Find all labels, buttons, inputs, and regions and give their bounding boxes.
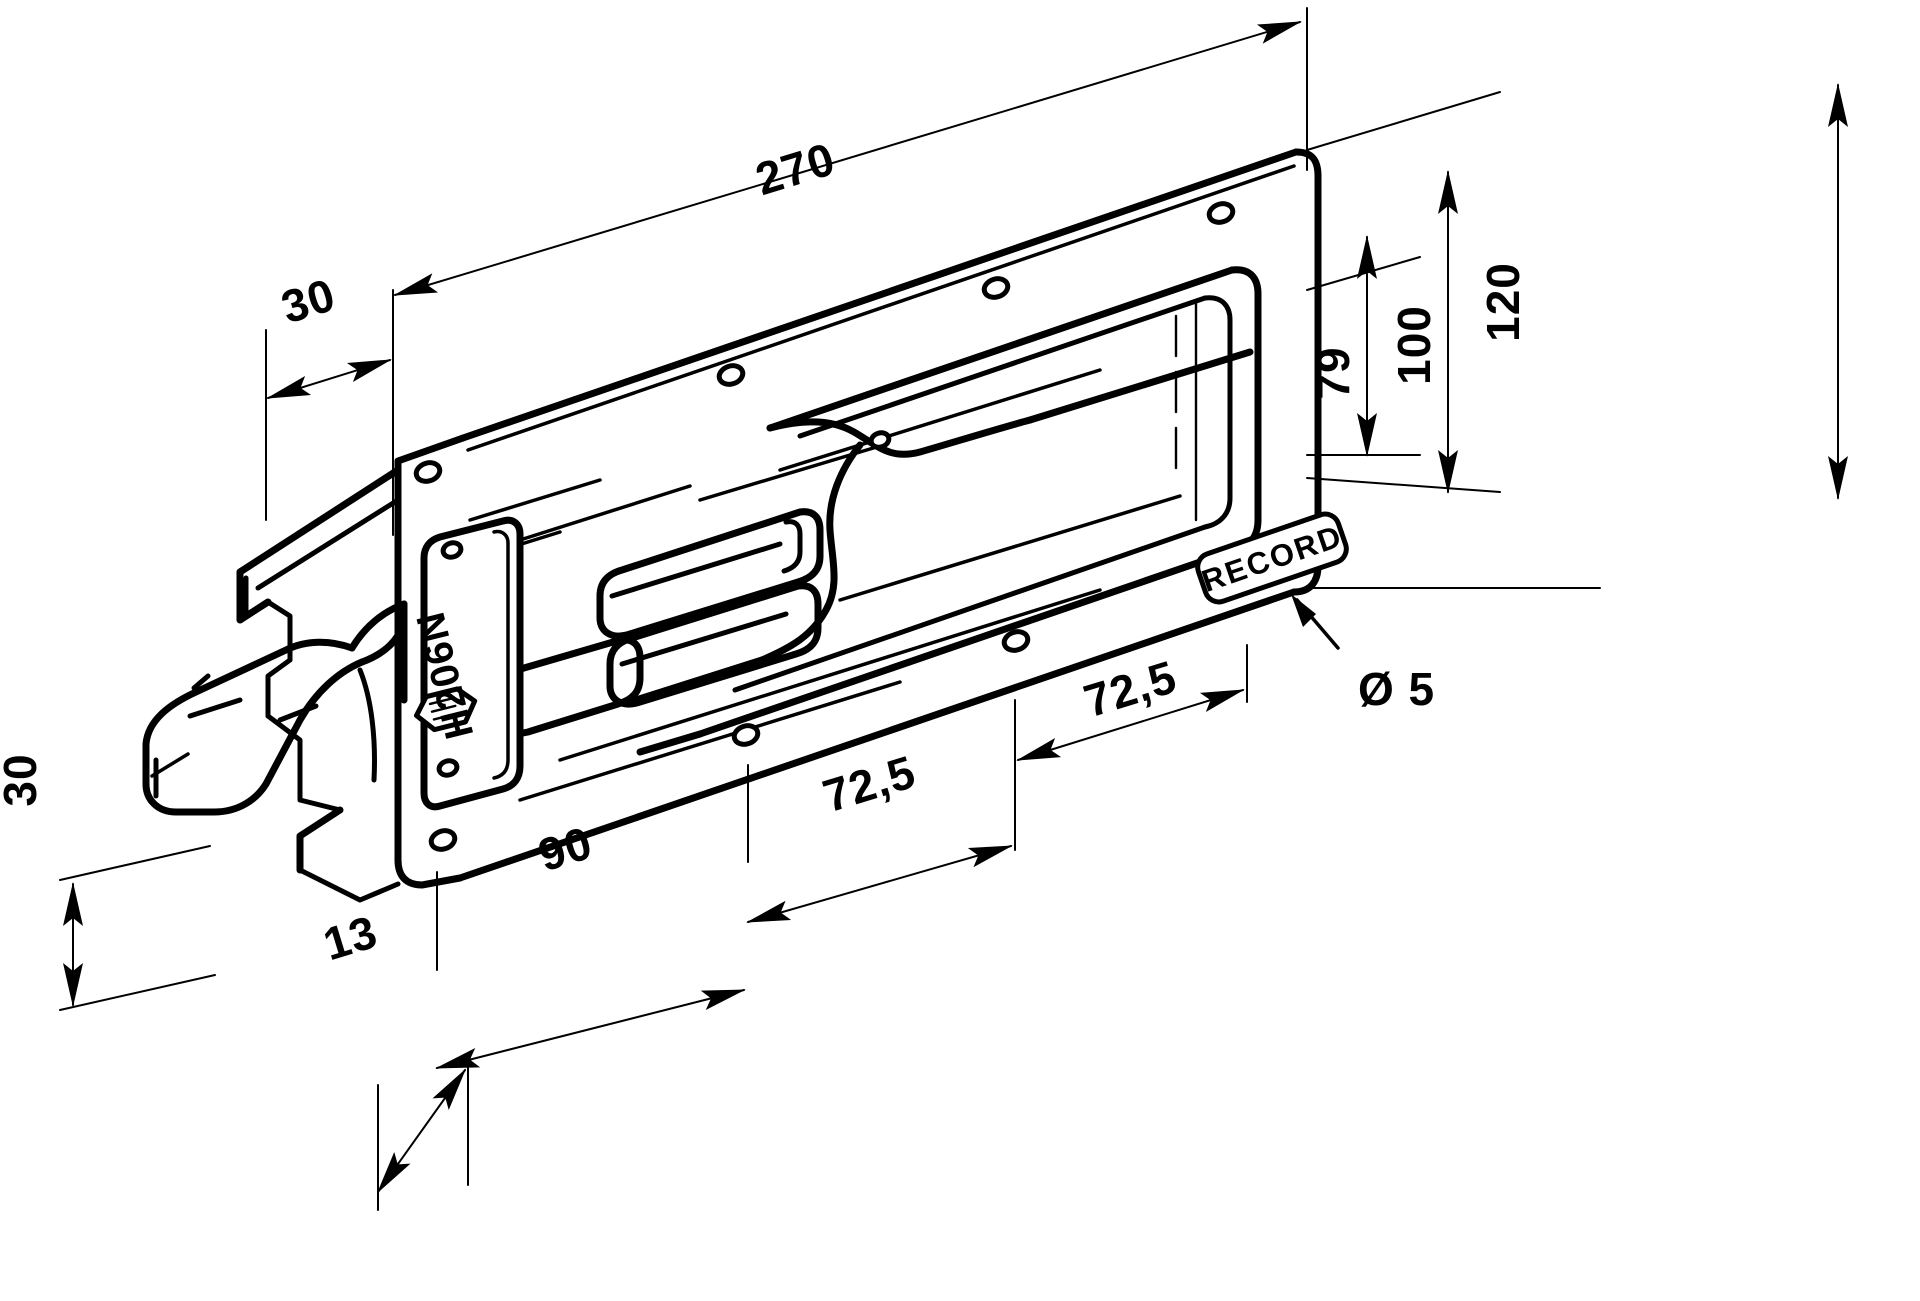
dim-line-270 xyxy=(393,21,1302,296)
pocket-right-wall-inner xyxy=(1202,295,1233,530)
lever-shade-line-6 xyxy=(518,680,902,802)
label-725-mid: 72,5 xyxy=(817,745,922,822)
lever-upper-contour xyxy=(766,416,1034,458)
label-30-left-group: 30 xyxy=(0,753,46,806)
dim-line-13 xyxy=(376,1068,467,1194)
label-725-mid-group: 72,5 xyxy=(817,745,922,822)
label-79-group: 79 xyxy=(1307,346,1359,399)
label-30-top: 30 xyxy=(275,268,341,333)
lever-shade-line-3 xyxy=(518,484,692,542)
lever-shade-line-4 xyxy=(838,494,1182,602)
trigger-outer-top xyxy=(142,638,356,816)
grip-bar-upper-inner-end xyxy=(781,519,803,574)
label-90: 90 xyxy=(532,816,598,881)
plate-left-lower-profile xyxy=(265,713,343,813)
grip-bar-upper xyxy=(596,508,824,640)
plate-top-edge xyxy=(459,148,1300,442)
plate-left-edge xyxy=(394,434,467,889)
label-13: 13 xyxy=(317,905,383,970)
grip-bar-lower-inner-line xyxy=(619,611,789,667)
lever-shade-line-2 xyxy=(698,444,882,502)
label-100-group: 100 xyxy=(1388,305,1440,385)
dim-line-725-right xyxy=(1016,689,1245,761)
plate-left-tab-bottom xyxy=(297,867,401,903)
dim-line-90 xyxy=(435,989,746,1069)
ext-line-30-left-b xyxy=(59,974,216,1011)
trigger-hilite-1 xyxy=(191,673,211,691)
mounting-hole-3 xyxy=(716,363,746,387)
mounting-hole-6 xyxy=(1001,629,1031,653)
pocket-top-edge-inner xyxy=(797,295,1208,439)
trigger-outer-bottom xyxy=(210,658,366,816)
leader-arrow-diameter-5 xyxy=(1291,594,1316,627)
trigger-neck-top xyxy=(348,600,408,652)
label-270: 270 xyxy=(750,132,841,205)
label-79: 79 xyxy=(1307,346,1359,399)
mounting-hole-1 xyxy=(1206,201,1236,225)
ext-line-top-right-b xyxy=(1306,256,1421,291)
nameplate-inner-edge xyxy=(492,529,510,780)
label-120: 120 xyxy=(1477,262,1529,342)
lever-upper-contour-right xyxy=(1026,348,1254,424)
lever-shade-line-1 xyxy=(778,368,1102,472)
plate-bottom-edge xyxy=(456,588,1298,882)
lever-shade-line-5 xyxy=(558,588,1102,762)
trigger-hilite-4 xyxy=(150,752,190,778)
trigger-hilite-2 xyxy=(277,703,319,723)
pocket-right-wall xyxy=(1228,266,1262,555)
trigger-stem-shade xyxy=(357,667,377,783)
plate-right-edge xyxy=(1290,148,1322,596)
recess-pocket xyxy=(696,266,1262,738)
label-270-group: 270 xyxy=(750,132,841,205)
part-number-plate xyxy=(413,516,524,811)
label-30-left: 30 xyxy=(0,753,46,806)
trigger-grip xyxy=(142,600,408,816)
brand-badge-frame xyxy=(1195,511,1349,605)
plate-left-flange xyxy=(236,466,402,624)
stamp-line-3 xyxy=(432,712,459,721)
plate-top-edge-inner xyxy=(466,164,1296,452)
lever-arm-lower xyxy=(636,730,704,756)
lever-waist-contour xyxy=(758,441,864,664)
mounting-hole-8 xyxy=(428,828,458,852)
stamp-line-2 xyxy=(430,704,457,713)
ext-line-bot-right-a xyxy=(1306,477,1501,493)
label-13-group: 13 xyxy=(317,905,383,970)
ext-line-30-left-a xyxy=(59,845,211,881)
pocket-bottom-edge xyxy=(696,547,1236,738)
label-diameter-5-group: Ø 5 xyxy=(1358,663,1435,715)
pocket-bottom-edge-inner xyxy=(732,524,1208,693)
dimension-lines-group xyxy=(59,7,1848,1211)
plate-left-flange-return2 xyxy=(265,657,293,719)
nameplate-hole-top xyxy=(440,540,464,560)
label-90-group: 90 xyxy=(532,816,598,881)
stamp-line-1 xyxy=(428,696,455,706)
mounting-hole-7 xyxy=(731,723,761,747)
lever-handle-body xyxy=(468,348,1254,802)
trigger-hilite-3 xyxy=(187,697,243,719)
lever-shade-line-7 xyxy=(468,478,602,522)
label-diameter-5: Ø 5 xyxy=(1358,663,1435,715)
plate-left-tab xyxy=(296,806,344,874)
dim-line-725-mid xyxy=(746,845,1013,923)
pocket-top-edge xyxy=(766,266,1236,432)
mounting-plate-outline xyxy=(236,148,1322,903)
label-120-group: 120 xyxy=(1477,262,1529,342)
lever-pivot-boss xyxy=(868,430,892,450)
nameplate-outline xyxy=(420,516,524,811)
nameplate-hole-bottom xyxy=(436,758,460,778)
label-100: 100 xyxy=(1388,305,1440,385)
ext-line-top-right-a xyxy=(1306,91,1501,151)
label-30-top-group: 30 xyxy=(275,268,341,333)
mounting-hole-2 xyxy=(981,276,1011,300)
certification-stamp xyxy=(413,686,478,733)
plate-left-flange-inner xyxy=(255,497,401,591)
mounting-hole-4 xyxy=(413,460,443,484)
grip-bar-lower xyxy=(606,582,822,708)
grip-bar-upper-inner-line xyxy=(609,541,783,599)
dim-line-30-top xyxy=(266,359,392,399)
